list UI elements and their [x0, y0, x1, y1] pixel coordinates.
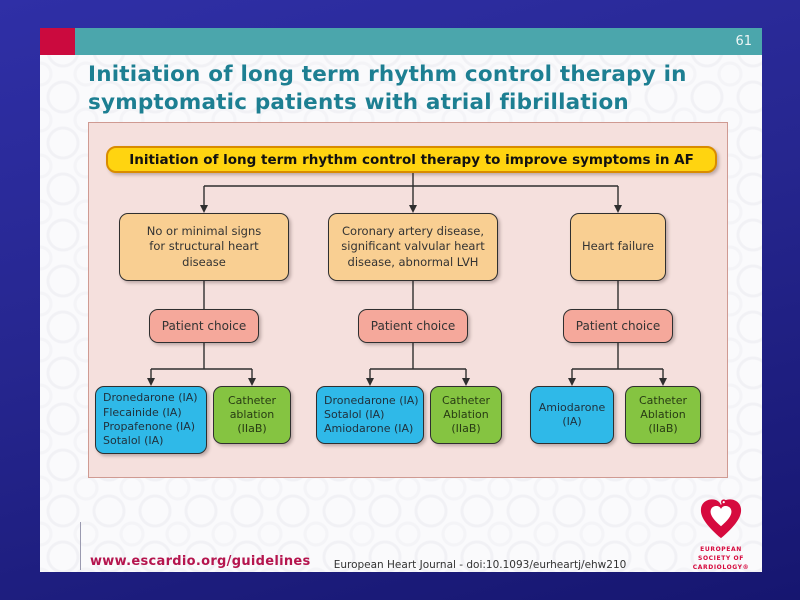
patient-choice-box-2: Patient choice: [358, 309, 468, 343]
header-teal-bar: 61: [75, 28, 762, 55]
catheter-ablation-box-3: Catheter Ablation (IIaB): [625, 386, 701, 444]
catheter-ablation-box-2: Catheter Ablation (IIaB): [430, 386, 502, 444]
condition-box-coronary-valvular-lvh: Coronary artery disease, significant val…: [328, 213, 498, 281]
guidelines-website-link[interactable]: www.escardio.org/guidelines: [90, 554, 311, 569]
page-number: 61: [735, 34, 752, 49]
journal-citation: European Heart Journal - doi:10.1093/eur…: [333, 559, 627, 571]
footer-divider: [80, 522, 81, 570]
slide-title: Initiation of long term rhythm control t…: [88, 62, 687, 115]
esc-logo-caption: EUROPEAN SOCIETY OF CARDIOLOGY®: [692, 546, 750, 571]
slide-header-bar: 61: [40, 28, 762, 55]
header-accent-square: [40, 28, 75, 55]
esc-logo: EUROPEAN SOCIETY OF CARDIOLOGY®: [678, 498, 764, 572]
patient-choice-box-3: Patient choice: [563, 309, 673, 343]
drug-options-box-2: Dronedarone (IA) Sotalol (IA) Amiodarone…: [316, 386, 424, 444]
slide: 61 Initiation of long term rhythm contro…: [40, 28, 762, 572]
esc-heart-icon: [700, 499, 742, 539]
flowchart-connectors: [147, 173, 667, 386]
drug-options-box-1: Dronedarone (IA) Flecainide (IA) Propafe…: [95, 386, 207, 454]
flowchart-panel: Initiation of long term rhythm control t…: [88, 122, 728, 478]
condition-box-heart-failure: Heart failure: [570, 213, 666, 281]
catheter-ablation-box-1: Catheter ablation (IIaB): [213, 386, 291, 444]
drug-options-box-3: Amiodarone (IA): [530, 386, 614, 444]
flowchart-title-banner: Initiation of long term rhythm control t…: [106, 146, 717, 173]
condition-box-no-structural-disease: No or minimal signs for structural heart…: [119, 213, 289, 281]
patient-choice-box-1: Patient choice: [149, 309, 259, 343]
